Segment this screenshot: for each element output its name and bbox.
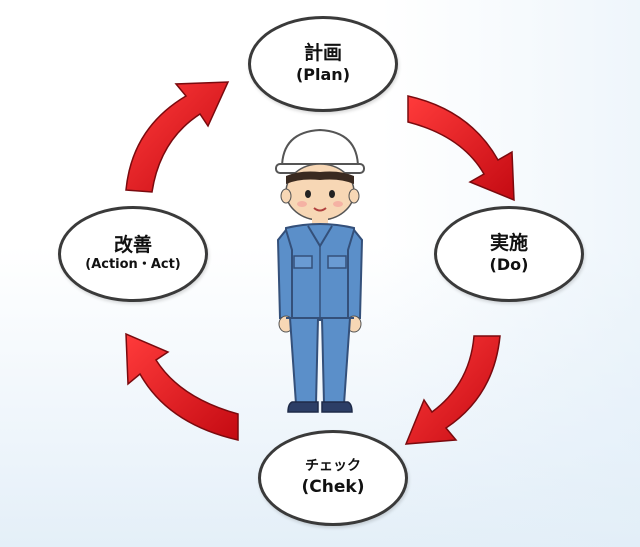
act-label-en: (Action・Act)	[85, 257, 181, 273]
do-label-en: (Do)	[489, 255, 529, 275]
plan-label-jp: 計画	[303, 41, 342, 64]
cycle-arrow-icon	[125, 332, 239, 441]
worker-figure	[275, 128, 365, 413]
check-label-en: (Chek)	[301, 476, 365, 497]
plan-node: 計画 (Plan)	[248, 16, 398, 112]
cycle-arrow-icon	[125, 81, 230, 193]
do-node: 実施 (Do)	[434, 206, 584, 302]
cycle-arrow-icon	[404, 335, 501, 445]
plan-label-en: (Plan)	[295, 65, 351, 85]
act-node: 改善 (Action・Act)	[58, 206, 208, 302]
check-label-jp: チェック	[305, 458, 361, 475]
act-label-jp: 改善	[113, 233, 152, 256]
do-label-jp: 実施	[489, 231, 528, 254]
check-node: チェック (Chek)	[258, 430, 408, 526]
cycle-arrow-icon	[407, 95, 515, 202]
